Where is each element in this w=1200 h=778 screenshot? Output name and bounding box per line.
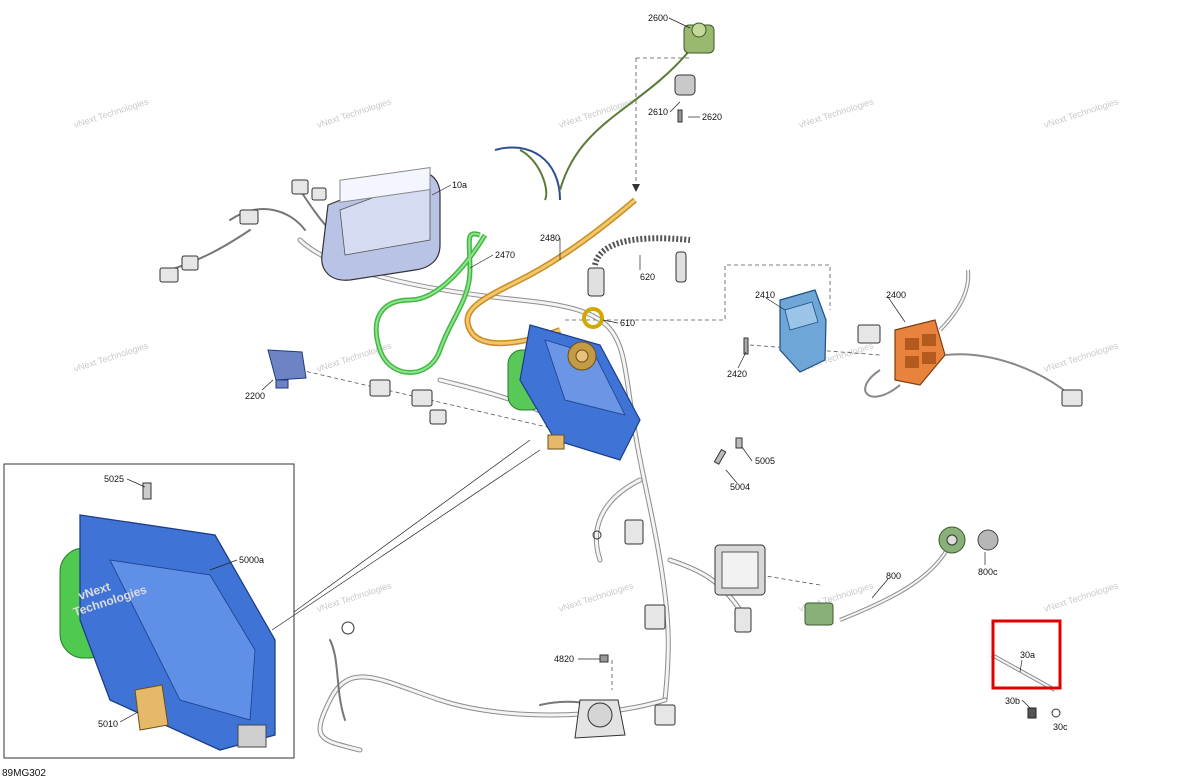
sensor-800 [804, 526, 999, 626]
svg-text:vNext Technologies: vNext Technologies [316, 580, 394, 614]
svg-text:vNext Technologies: vNext Technologies [1043, 580, 1121, 614]
label-5000a: 5000a [239, 555, 264, 565]
connector [239, 209, 259, 225]
watermark: vNext Technologies [316, 580, 394, 614]
connector [291, 179, 309, 195]
connector [857, 324, 881, 344]
screw-2420 [743, 337, 749, 355]
label-30c: 30c [1053, 722, 1068, 732]
watermark: vNext Technologies [73, 340, 151, 374]
label-5005: 5005 [755, 456, 775, 466]
svg-text:vNext Technologies: vNext Technologies [73, 96, 151, 130]
screw-5025 [142, 482, 152, 500]
label-10a: 10a [452, 180, 467, 190]
connector [311, 187, 327, 201]
module-2410 [743, 289, 827, 373]
svg-text:vNext Technologies: vNext Technologies [1043, 340, 1121, 374]
ring-terminal [592, 530, 602, 540]
sensor-2600-assembly [494, 22, 715, 201]
sensor-2200 [267, 349, 307, 389]
bracket-2610 [674, 74, 696, 96]
label-2400: 2400 [886, 290, 906, 300]
label-620: 620 [640, 272, 655, 282]
bracket-5010 [134, 684, 169, 731]
screw-2620 [677, 109, 683, 123]
connector [429, 409, 447, 425]
hose-2480 [464, 197, 637, 347]
cap-800c [977, 529, 999, 551]
connector [654, 704, 676, 726]
ring-610 [582, 307, 604, 329]
label-2610: 2610 [648, 107, 668, 117]
watermark: vNext Technologies [73, 96, 151, 130]
label-5025: 5025 [104, 474, 124, 484]
washer-30c [1051, 708, 1061, 718]
nut-4820 [599, 654, 609, 663]
bolts-5004-5005 [713, 437, 743, 465]
watermark: vNext Technologies [558, 96, 636, 130]
rod-30a [991, 653, 1061, 719]
label-2620: 2620 [702, 112, 722, 122]
svg-text:vNext Technologies: vNext Technologies [73, 340, 151, 374]
switch-2400 [857, 269, 1083, 407]
watermark: vNext Technologies [1043, 580, 1121, 614]
label-2600: 2600 [648, 13, 668, 23]
label-2420: 2420 [727, 369, 747, 379]
watermark: vNext Technologies [798, 96, 876, 130]
hose-2470 [373, 231, 488, 375]
coil-cord-plug [587, 267, 605, 297]
ecu-module-center [507, 324, 641, 461]
coil-cord-620 [587, 235, 691, 297]
svg-text:vNext Technologies: vNext Technologies [798, 96, 876, 130]
svg-text:vNext Technologies: vNext Technologies [316, 96, 394, 130]
label-2410: 2410 [755, 290, 775, 300]
svg-text:vNext Technologies: vNext Technologies [558, 96, 636, 130]
connector [159, 267, 179, 283]
sensor-4820-assembly [574, 654, 626, 739]
label-5004: 5004 [730, 482, 750, 492]
label-610: 610 [620, 318, 635, 328]
display-cluster-10a [321, 166, 441, 281]
label-30a: 30a [1020, 650, 1035, 660]
diagram-code: 89MG302 [2, 768, 46, 778]
part-labels: 2600 2610 2620 10a 2480 2470 620 610 241… [98, 13, 1068, 732]
label-800: 800 [886, 571, 901, 581]
watermark: vNext Technologies [1043, 340, 1121, 374]
connector [369, 379, 391, 397]
harness-connectors [159, 179, 766, 726]
label-5010: 5010 [98, 719, 118, 729]
watermark: vNext Technologies [316, 96, 394, 130]
label-4820: 4820 [554, 654, 574, 664]
label-2200: 2200 [245, 391, 265, 401]
watermark: vNext Technologies [558, 580, 636, 614]
connector [644, 604, 666, 630]
connector [181, 255, 199, 271]
svg-text:vNext Technologies: vNext Technologies [558, 580, 636, 614]
label-800c: 800c [978, 567, 998, 577]
svg-text:vNext Technologies: vNext Technologies [1043, 96, 1121, 130]
inset-detail-ecu: vNext Technologies [3, 439, 541, 759]
connector [1061, 389, 1083, 407]
connector [624, 519, 644, 545]
ring-terminal [341, 621, 355, 635]
bolt-30b [1027, 707, 1037, 719]
label-2470: 2470 [495, 250, 515, 260]
connector [734, 607, 752, 633]
label-2480: 2480 [540, 233, 560, 243]
highlight-box-30a [991, 619, 1062, 690]
watermark: vNext Technologies [1043, 96, 1121, 130]
label-30b: 30b [1005, 696, 1020, 706]
connector [411, 389, 433, 407]
label-leaders [119, 17, 1031, 723]
junction-block-inner [721, 551, 759, 589]
